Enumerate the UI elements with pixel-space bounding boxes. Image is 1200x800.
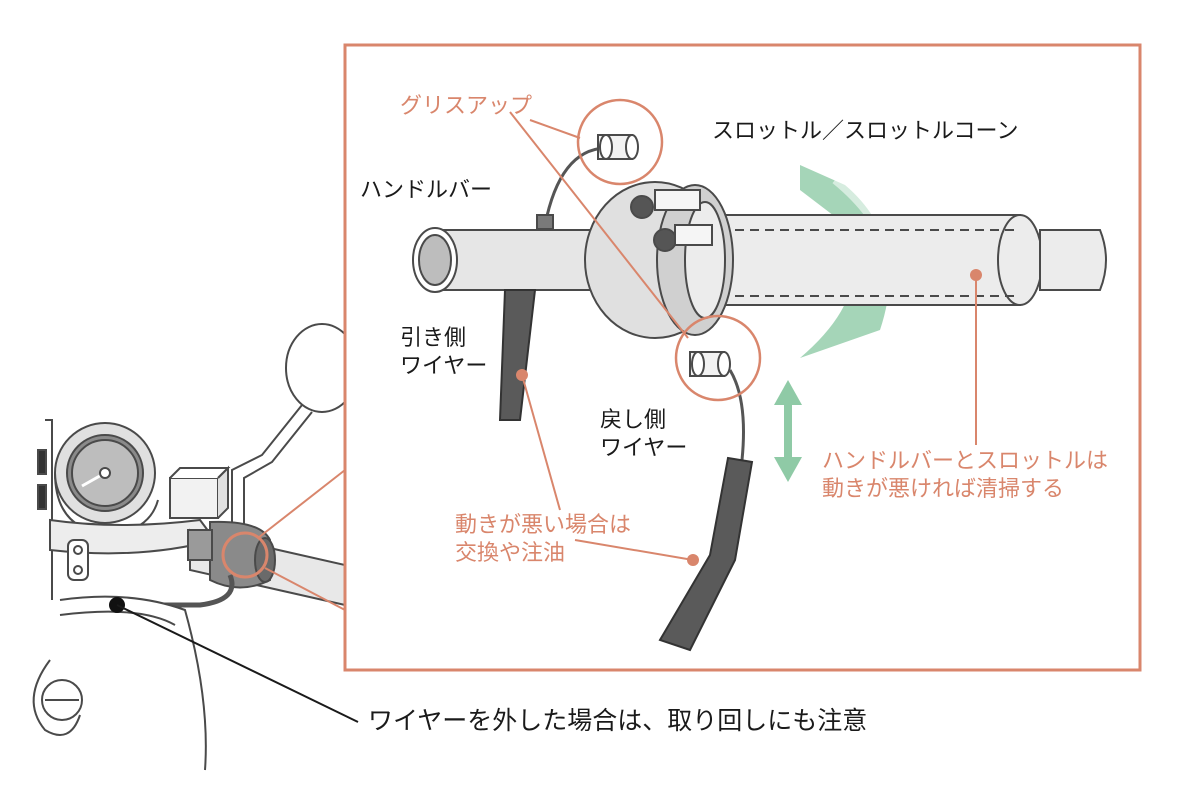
pull-wire-label: 引き側 ワイヤー bbox=[400, 326, 488, 379]
return-wire-label: 戻し側 ワイヤー bbox=[600, 408, 688, 461]
zoom-source-circle bbox=[221, 531, 269, 579]
mirror-stem bbox=[231, 404, 303, 525]
wire-movement-arrow bbox=[774, 380, 802, 482]
throttle-grip bbox=[704, 214, 1021, 306]
caution-leader-line bbox=[116, 604, 359, 723]
zoom-callout bbox=[221, 43, 1142, 672]
return-wire bbox=[658, 456, 754, 652]
throttle-label: スロットル／スロットルコーン bbox=[712, 119, 1019, 144]
motorcycle-background bbox=[32, 323, 359, 771]
fuel-tank bbox=[59, 595, 207, 771]
grease-cap-upper bbox=[597, 134, 639, 160]
replace-note-label: 動きが悪い場合は 交換や注油 bbox=[455, 513, 632, 566]
grease-cap-lower bbox=[689, 351, 731, 377]
detail-illustration bbox=[412, 134, 1107, 652]
caution-label: ワイヤーを外した場合は、取り回しにも注意 bbox=[368, 706, 868, 735]
grease-highlight-upper bbox=[576, 98, 664, 186]
clean-note-label: ハンドルバーとスロットルは 動きが悪ければ清掃する bbox=[822, 449, 1109, 502]
grease-up-label: グリスアップ bbox=[400, 94, 533, 119]
pull-wire bbox=[498, 289, 537, 421]
leader-lines bbox=[509, 111, 982, 566]
switch-box bbox=[169, 477, 219, 519]
handlebar-label: ハンドルバー bbox=[360, 178, 493, 203]
detail-panel bbox=[343, 43, 1142, 672]
grease-highlight-lower bbox=[674, 314, 762, 402]
